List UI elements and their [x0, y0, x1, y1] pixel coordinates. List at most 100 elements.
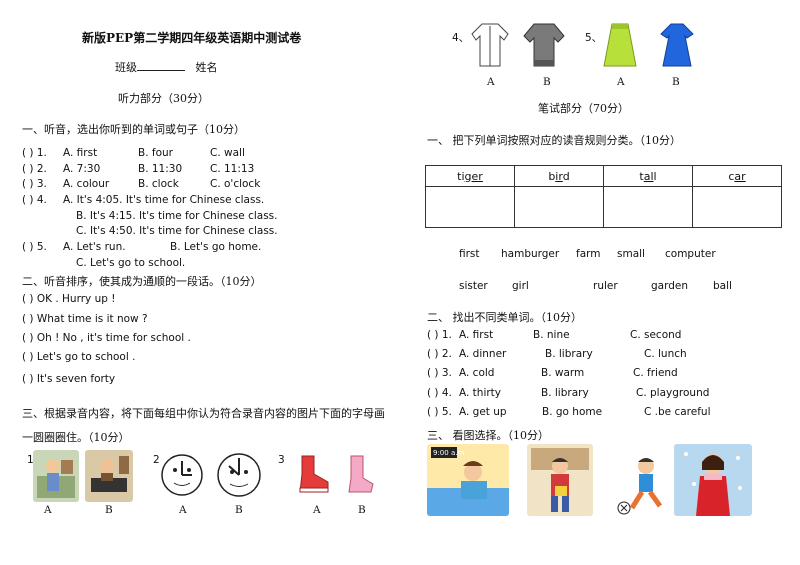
q1-item-prefix[interactable]: ( ) 1. — [22, 147, 47, 159]
q2-line-1[interactable]: ( ) OK . Hurry up ! — [22, 293, 116, 305]
q1-item-prefix[interactable]: ( ) 2. — [22, 163, 47, 175]
q3-group-2-picture-a — [161, 454, 203, 496]
q1-option-c: C. o'clock — [210, 178, 261, 190]
q1-item-prefix[interactable]: ( ) 3. — [22, 178, 47, 190]
picture-playing-football — [617, 458, 663, 515]
q1-heading: 一、听音，选出你听到的单词或句子（10分） — [22, 123, 245, 136]
w-q2-option-b: B. go home — [542, 406, 603, 418]
q1-item-4-option-b: B. It's 4:15. It's time for Chinese clas… — [76, 210, 278, 222]
q2-line-2[interactable]: ( ) What time is it now ? — [22, 313, 148, 325]
class-blank[interactable] — [137, 59, 185, 71]
q2-line-4[interactable]: ( ) Let's go to school . — [22, 351, 136, 363]
w-q2-option-b: B. library — [541, 387, 589, 399]
q3-group-4-label-b[interactable]: B — [543, 76, 551, 88]
w-q2-option-c: C. playground — [636, 387, 710, 399]
picture-classroom — [527, 444, 593, 516]
word-ball: ball — [713, 280, 732, 292]
table-header-row: tiger bird tall car — [425, 165, 782, 187]
written-part-heading: 笔试部分（70分） — [538, 102, 629, 115]
q3-group-4-picture-b — [523, 23, 565, 67]
w-q2-option-c: C. second — [630, 329, 682, 341]
w-q1-heading: 一、 把下列单词按照对应的读音规则分类。（10分） — [427, 134, 681, 147]
q1-option-b: B. 11:30 — [138, 163, 183, 175]
header-car: car — [692, 165, 782, 187]
header-tall: tall — [603, 165, 693, 187]
q1-option-b: B. four — [138, 147, 173, 159]
q3-group-5-number: 5、 — [585, 32, 603, 44]
q1-item-5-prefix[interactable]: ( ) 5. — [22, 241, 47, 253]
q3-group-3-label-a[interactable]: A — [313, 504, 321, 516]
listening-part-heading: 听力部分（30分） — [118, 92, 209, 105]
word-ruler: ruler — [593, 280, 618, 292]
answer-cell-1[interactable] — [425, 186, 515, 228]
q3-group-1-picture-b — [85, 450, 133, 502]
q3-group-4-picture-a — [471, 23, 509, 67]
q3-group-4-label-a[interactable]: A — [487, 76, 495, 88]
q3-group-5-label-b[interactable]: B — [672, 76, 680, 88]
word-sister: sister — [459, 280, 488, 292]
word-computer: computer — [665, 248, 716, 260]
q3-group-3-picture-b — [348, 455, 374, 493]
w-q2-option-c: C. friend — [633, 367, 678, 379]
table-answer-row — [425, 186, 782, 228]
q3-heading-line-2: 一圆圈圈住。（10分） — [22, 431, 130, 444]
page-title: 新版PEP第二学期四年级英语期中测试卷 — [82, 31, 302, 45]
word-girl: girl — [512, 280, 529, 292]
q1-item-5-option-a: A. Let's run. — [63, 241, 126, 253]
q3-group-5-picture-a — [603, 23, 637, 67]
w-q2-option-c: C. lunch — [644, 348, 687, 360]
picture-cold-girl — [674, 444, 752, 516]
q2-line-3[interactable]: ( ) Oh ! No , it's time for school . — [22, 332, 191, 344]
q3-group-5-picture-b — [660, 23, 694, 67]
word-small: small — [617, 248, 645, 260]
word-hamburger: hamburger — [501, 248, 560, 260]
picture-morning-clock: 9:00 a.m. — [427, 444, 509, 516]
q3-group-1-picture-a — [33, 450, 79, 502]
q3-heading-line-1: 三、根据录音内容，将下面每组中你认为符合录音内容的图片下面的字母画 — [22, 407, 385, 420]
q3-group-1-label-b[interactable]: B — [105, 504, 113, 516]
w-q2-option-b: B. nine — [533, 329, 570, 341]
q1-option-a: A. colour — [63, 178, 110, 190]
q1-item-5-option-c: C. Let's go to school. — [76, 257, 186, 269]
w-q2-heading: 二、 找出不同类单词。（10分） — [427, 311, 582, 324]
clock-text: 9:00 a.m. — [433, 449, 467, 457]
w-q2-option-a: A. first — [459, 329, 494, 341]
w-q2-option-a: A. dinner — [459, 348, 507, 360]
q3-group-5-label-a[interactable]: A — [617, 76, 625, 88]
word-farm: farm — [576, 248, 601, 260]
w-q2-prefix[interactable]: ( ) 5. — [427, 406, 452, 418]
w-q2-prefix[interactable]: ( ) 2. — [427, 348, 452, 360]
w-q2-option-a: A. thirty — [459, 387, 502, 399]
class-name-line: 班级 姓名 — [115, 59, 218, 75]
q1-item-4-option-c: C. It's 4:50. It's time for Chinese clas… — [76, 225, 278, 237]
q1-item-5-option-b: B. Let's go home. — [170, 241, 262, 253]
w-q2-option-a: A. cold — [459, 367, 495, 379]
q1-option-a: A. first — [63, 147, 98, 159]
q1-item-4-prefix[interactable]: ( ) 4. — [22, 194, 47, 206]
q2-line-5[interactable]: ( ) It's seven forty — [22, 373, 116, 385]
q1-option-a: A. 7:30 — [63, 163, 101, 175]
q3-group-2-label-b[interactable]: B — [235, 504, 243, 516]
q3-group-2-number: 2 — [153, 454, 160, 466]
header-tiger: tiger — [425, 165, 515, 187]
answer-cell-4[interactable] — [692, 186, 782, 228]
w-q2-option-c: C .be careful — [644, 406, 711, 418]
q3-group-1-label-a[interactable]: A — [44, 504, 52, 516]
q1-item-4-option-a: A. It's 4:05. It's time for Chinese clas… — [63, 194, 265, 206]
w-q2-prefix[interactable]: ( ) 4. — [427, 387, 452, 399]
phonics-table: tiger bird tall car — [425, 165, 782, 228]
q3-group-3-number: 3 — [278, 454, 285, 466]
q2-heading: 二、听音排序，使其成为通顺的一段话。（10分） — [22, 275, 262, 288]
w-q2-prefix[interactable]: ( ) 3. — [427, 367, 452, 379]
q3-group-3-label-b[interactable]: B — [358, 504, 366, 516]
word-first: first — [459, 248, 480, 260]
w-q2-option-b: B. warm — [541, 367, 585, 379]
w-q2-prefix[interactable]: ( ) 1. — [427, 329, 452, 341]
word-garden: garden — [651, 280, 689, 292]
name-label: 姓名 — [195, 61, 218, 74]
q3-group-3-picture-a — [299, 455, 329, 493]
q3-group-2-label-a[interactable]: A — [179, 504, 187, 516]
answer-cell-3[interactable] — [603, 186, 693, 228]
q1-option-c: C. 11:13 — [210, 163, 255, 175]
answer-cell-2[interactable] — [514, 186, 604, 228]
